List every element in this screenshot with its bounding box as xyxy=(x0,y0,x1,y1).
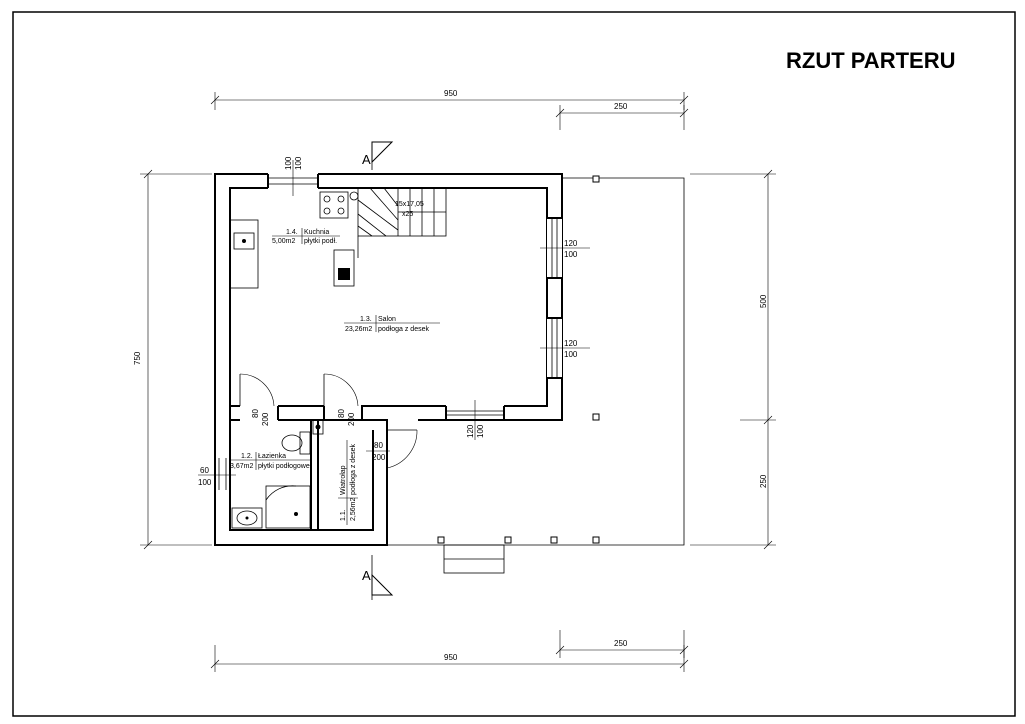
dimension-bottom-terrace: 250 xyxy=(555,630,689,658)
bath-sink xyxy=(231,507,263,529)
bath-shower xyxy=(265,485,311,529)
room-label-vestibule: 1.1. Wiatrołap 2,56m2 podłoga z desek xyxy=(338,440,358,525)
svg-text:120: 120 xyxy=(564,239,578,248)
svg-text:100: 100 xyxy=(476,424,485,438)
svg-text:1.4.: 1.4. xyxy=(286,229,298,236)
svg-text:Salon: Salon xyxy=(378,316,396,323)
staircase: 15x17,05 x25 xyxy=(357,187,447,258)
svg-text:80: 80 xyxy=(251,409,260,418)
svg-text:200: 200 xyxy=(261,412,270,426)
svg-text:15x17,05: 15x17,05 xyxy=(395,201,424,208)
entry-door: 80 200 xyxy=(366,429,418,469)
svg-text:1.1.: 1.1. xyxy=(340,509,347,521)
sheet-frame xyxy=(12,11,1016,717)
svg-text:A: A xyxy=(362,568,371,583)
terrace-post xyxy=(592,175,600,183)
bath-window: 60 100 xyxy=(198,458,236,490)
dimension-bottom-total: 950 xyxy=(210,645,689,672)
svg-text:x25: x25 xyxy=(402,211,413,218)
svg-text:200: 200 xyxy=(347,412,356,426)
svg-text:80: 80 xyxy=(337,409,346,418)
dimension-top-terrace: 250 xyxy=(555,102,689,130)
svg-text:100: 100 xyxy=(198,478,212,487)
room-label-salon: 1.3. Salon 23,26m2 podłoga z desek xyxy=(344,315,440,333)
svg-text:250: 250 xyxy=(759,474,768,488)
terrace-door: 120 100 xyxy=(445,400,505,440)
salon-window-lower: 120 100 xyxy=(540,317,590,379)
svg-text:Wiatrołap: Wiatrołap xyxy=(340,465,347,495)
salon-door-right: 80 200 xyxy=(323,373,359,426)
kitchen-stove xyxy=(319,191,359,219)
kitchen-fridge xyxy=(333,249,355,287)
terrace-post xyxy=(550,536,558,544)
svg-text:5,00m2: 5,00m2 xyxy=(272,238,295,245)
room-label-kitchen: 1.4. Kuchnia 5,00m2 płytki podł. xyxy=(272,228,340,245)
vestibule-fixture xyxy=(312,419,324,435)
svg-text:750: 750 xyxy=(133,351,142,365)
svg-text:2,56m2: 2,56m2 xyxy=(350,498,357,521)
dimension-top-total: 950 xyxy=(210,89,689,110)
terrace-post xyxy=(592,536,600,544)
svg-text:płytki podłogowe: płytki podłogowe xyxy=(258,463,310,470)
terrace-post xyxy=(437,536,445,544)
section-mark-top: A xyxy=(362,141,394,170)
svg-text:100: 100 xyxy=(284,156,293,170)
svg-text:950: 950 xyxy=(444,89,458,98)
svg-text:500: 500 xyxy=(759,294,768,308)
svg-text:100: 100 xyxy=(564,350,578,359)
svg-text:250: 250 xyxy=(614,102,628,111)
entrance-steps xyxy=(443,544,505,574)
svg-text:200: 200 xyxy=(372,453,386,462)
dimension-right: 500 250 xyxy=(690,169,776,550)
bath-toilet xyxy=(281,431,311,455)
svg-text:950: 950 xyxy=(444,653,458,662)
section-mark-bottom: A xyxy=(362,555,394,600)
svg-text:250: 250 xyxy=(614,639,628,648)
svg-text:A: A xyxy=(362,152,371,167)
drawing-title: RZUT PARTERU xyxy=(786,48,955,73)
svg-text:100: 100 xyxy=(294,156,303,170)
terrace-post xyxy=(592,413,600,421)
svg-text:120: 120 xyxy=(466,424,475,438)
room-label-bathroom: 1.2. Łazienka 3,67m2 płytki podłogowe xyxy=(230,452,312,470)
terrace-post xyxy=(504,536,512,544)
svg-text:podłoga z desek: podłoga z desek xyxy=(378,326,429,333)
kitchen-counter xyxy=(229,219,259,289)
svg-text:100: 100 xyxy=(564,250,578,259)
kitchen-window: 100 100 xyxy=(268,156,318,196)
svg-text:1.2.: 1.2. xyxy=(241,453,253,460)
svg-text:23,26m2: 23,26m2 xyxy=(345,326,372,333)
dimension-left-total: 750 xyxy=(133,169,212,550)
svg-text:120: 120 xyxy=(564,339,578,348)
svg-text:płytki podł.: płytki podł. xyxy=(304,238,337,245)
svg-text:Kuchnia: Kuchnia xyxy=(304,229,329,236)
svg-text:Łazienka: Łazienka xyxy=(258,453,286,460)
terrace xyxy=(387,175,685,574)
svg-text:60: 60 xyxy=(200,466,209,475)
svg-text:1.3.: 1.3. xyxy=(360,316,372,323)
svg-text:podłoga z desek: podłoga z desek xyxy=(350,444,357,495)
svg-text:3,67m2: 3,67m2 xyxy=(230,463,253,470)
svg-text:80: 80 xyxy=(374,441,383,450)
salon-window-upper: 120 100 xyxy=(540,217,590,279)
salon-door-left: 80 200 xyxy=(239,373,275,426)
exterior-walls xyxy=(214,173,563,546)
